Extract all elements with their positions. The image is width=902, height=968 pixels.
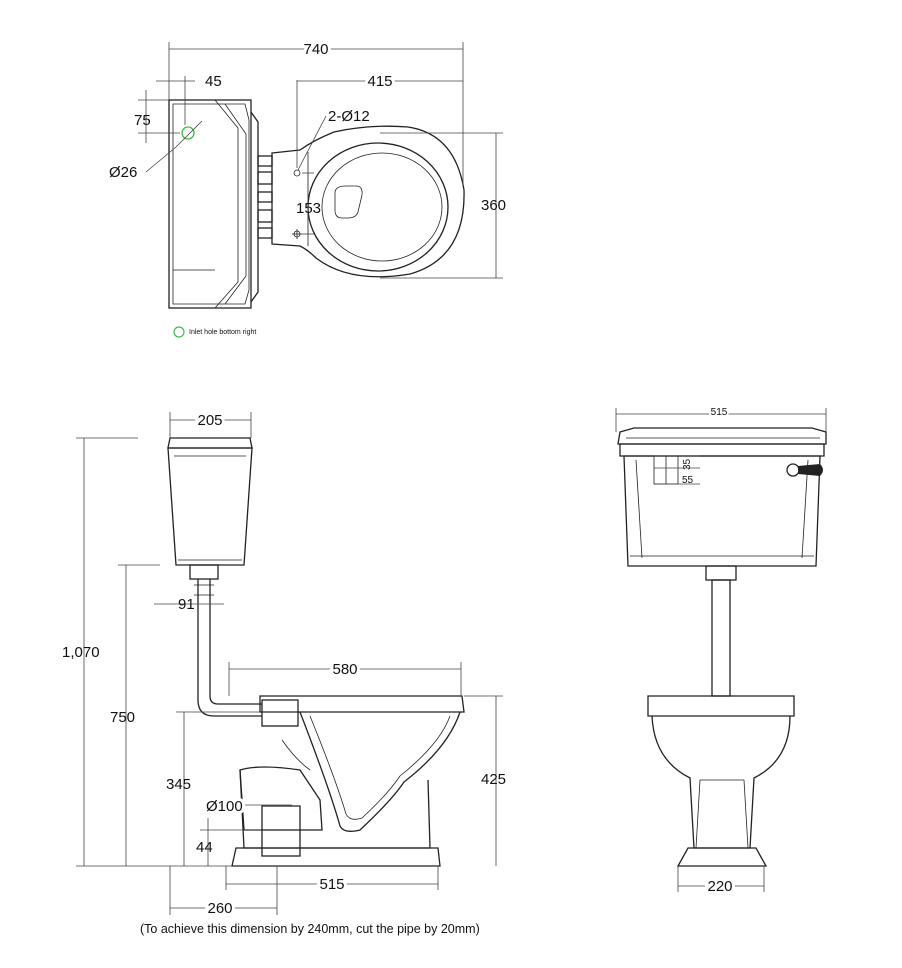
dim-tank-offset: 45: [205, 73, 222, 90]
cistern-plan: [168, 99, 259, 309]
dim-inlet-height-a: 35: [682, 458, 693, 470]
dim-pan-base-width: 220: [707, 878, 732, 895]
legend-circle: [173, 326, 185, 338]
dim-wall-to-outlet: 260: [207, 900, 232, 917]
cistern-side: [167, 437, 253, 566]
pan-front: [647, 695, 795, 867]
flush-pipe-front: [705, 565, 737, 697]
dim-hole-spacing: 153: [296, 200, 321, 217]
dim-pipe-offset: 91: [178, 596, 195, 613]
dim-cistern-width: 515: [711, 407, 728, 418]
side-dimension-lines: [76, 412, 503, 915]
top-view: 740 45 415 2-Ø12 75 Ø26 153 360 Inlet ho…: [109, 38, 506, 338]
dim-pan-projection: 580: [332, 661, 357, 678]
dim-bowl-length: 415: [367, 73, 392, 90]
front-view: 515 35 55 220: [615, 405, 827, 898]
dim-outlet-centre: 515: [319, 876, 344, 893]
flush-lever: [786, 463, 823, 477]
dim-pan-height: 425: [481, 771, 506, 788]
dim-inlet-diameter: Ø26: [109, 164, 137, 181]
pipe-cut-note: (To achieve this dimension by 240mm, cut…: [140, 922, 480, 936]
dim-bowl-width: 360: [481, 197, 506, 214]
flush-pipe-side: [189, 564, 262, 717]
dim-overall-width: 740: [303, 41, 328, 58]
side-view: 205 1,070 750 91 580 345 425 Ø100 44 515…: [62, 409, 506, 936]
top-dimension-lines: [138, 42, 503, 279]
dim-cistern-height: 750: [110, 709, 135, 726]
dim-overall-height: 1,070: [62, 644, 100, 661]
flush-connector-plan: [257, 155, 273, 239]
front-dimension-lines: [615, 408, 827, 892]
dim-outlet-height: 44: [196, 839, 213, 856]
inlet-hole: [181, 126, 195, 140]
dim-outlet-diameter: Ø100: [206, 798, 243, 815]
dim-cistern-depth: 205: [197, 412, 222, 429]
cistern-front: [617, 427, 827, 567]
dim-inlet-height-b: 55: [682, 475, 694, 486]
pan-side: [231, 695, 465, 867]
legend-label: Inlet hole bottom right: [189, 329, 256, 336]
dim-inlet-from-back: 75: [134, 112, 151, 129]
dim-seat-holes: 2-Ø12: [328, 108, 370, 125]
dim-pan-inlet-height: 345: [166, 776, 191, 793]
